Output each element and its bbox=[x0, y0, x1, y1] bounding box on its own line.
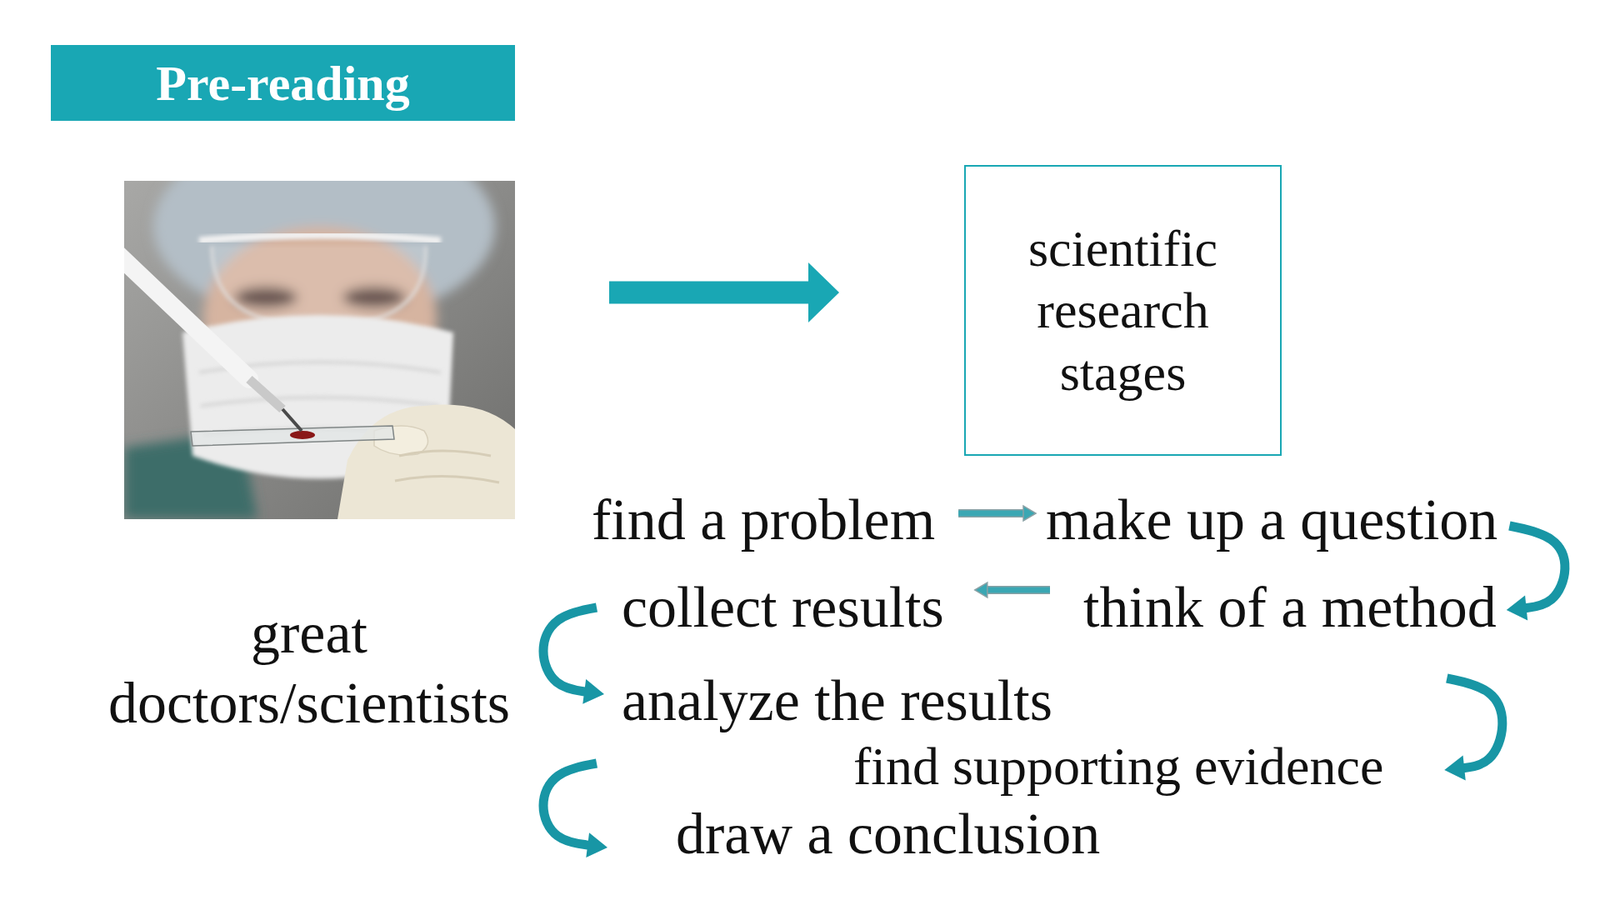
stage-step: draw a conclusion bbox=[675, 800, 1100, 869]
arrow-shaft bbox=[543, 763, 597, 846]
stage-step: think of a method bbox=[1083, 574, 1497, 642]
arrow-head bbox=[585, 832, 608, 858]
step-text: find a problem bbox=[591, 486, 935, 555]
lab-photo bbox=[124, 180, 515, 520]
step-text: think of a method bbox=[1083, 574, 1497, 642]
step-text: draw a conclusion bbox=[675, 800, 1100, 869]
banner-title: Pre-reading bbox=[155, 55, 410, 111]
flow-arrow bbox=[1506, 525, 1565, 620]
arrow-head bbox=[1444, 755, 1465, 781]
step-text: collect results bbox=[621, 574, 945, 642]
arrow-head bbox=[1023, 505, 1036, 521]
stage-step: find supporting evidence bbox=[853, 735, 1384, 798]
flow-arrow bbox=[543, 763, 608, 858]
step-text: find supporting evidence bbox=[853, 735, 1384, 798]
arrow-shaft bbox=[1446, 678, 1503, 769]
arrow-shaft bbox=[1509, 525, 1565, 609]
stage-step: analyze the results bbox=[621, 667, 1053, 735]
section-banner: Pre-reading bbox=[50, 45, 515, 121]
arrow-outline bbox=[984, 585, 1050, 595]
topic-box: scientific research stages bbox=[964, 165, 1282, 456]
stage-step: collect results bbox=[621, 574, 945, 642]
flow-arrow bbox=[1444, 678, 1503, 780]
photo-caption: great doctors/scientists bbox=[88, 598, 530, 739]
arrow-shaft bbox=[543, 607, 597, 693]
photo-caption-node: great doctors/scientists bbox=[88, 180, 530, 739]
arrow-outline bbox=[958, 509, 1027, 518]
arrow-shaft bbox=[958, 510, 1027, 517]
flow-arrow bbox=[958, 505, 1036, 521]
box-label: scientific research stages bbox=[990, 217, 1255, 404]
arrow-head bbox=[975, 582, 988, 598]
arrow-head bbox=[1506, 595, 1528, 621]
step-text: analyze the results bbox=[621, 667, 1053, 735]
flow-arrow bbox=[543, 607, 605, 705]
flow-arrow bbox=[975, 582, 1050, 598]
arrow-head bbox=[582, 679, 605, 705]
arrow-shaft bbox=[609, 281, 816, 305]
arrow-shaft bbox=[984, 587, 1050, 594]
step-text: make up a question bbox=[1045, 486, 1498, 555]
stage-step: find a problem bbox=[591, 486, 935, 555]
stage-step: make up a question bbox=[1045, 486, 1498, 555]
arrow-head bbox=[808, 262, 840, 323]
flow-arrow bbox=[609, 262, 840, 323]
